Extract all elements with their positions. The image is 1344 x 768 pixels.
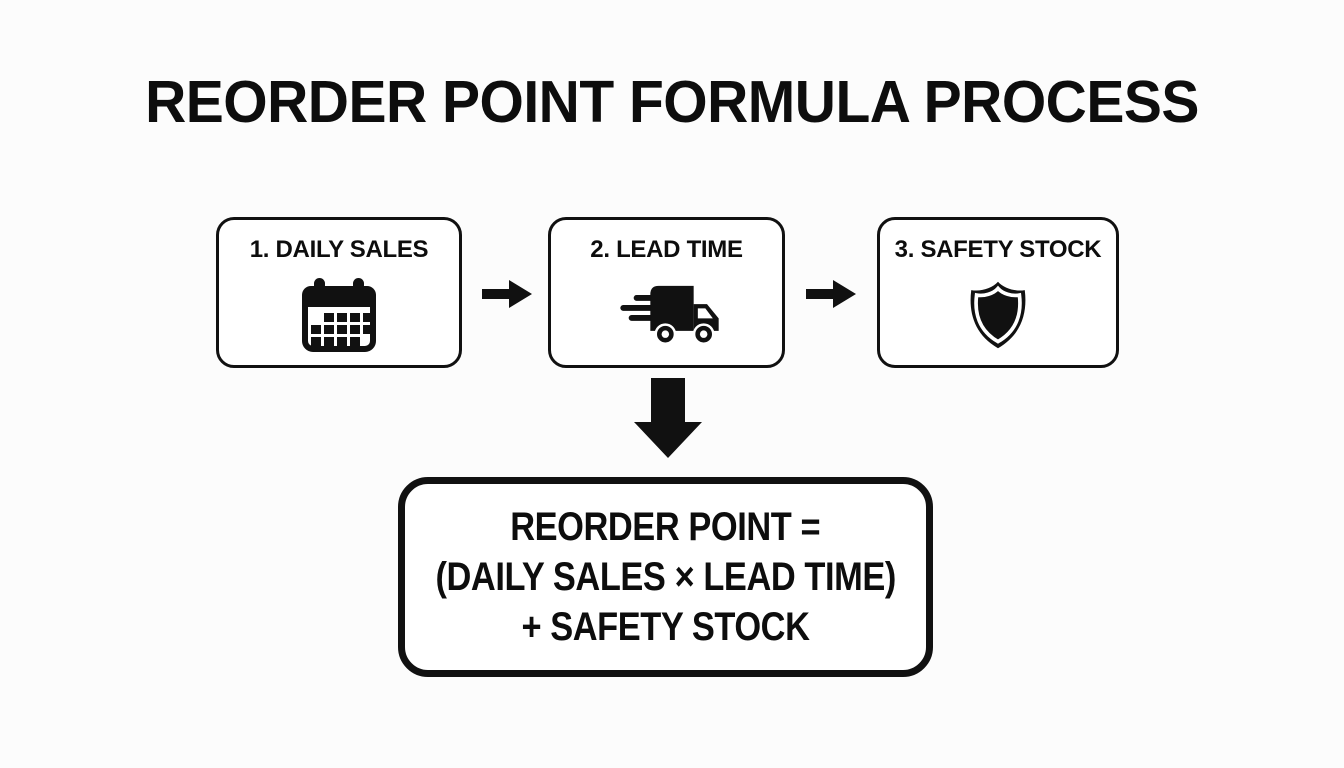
step-box-safety-stock: 3. SAFETY STOCK xyxy=(877,217,1119,368)
step-label-lead-time: 2. LEAD TIME xyxy=(590,236,743,263)
page-title: REORDER POINT FORMULA PROCESS xyxy=(145,68,1199,136)
step-box-daily-sales: 1. DAILY SALES xyxy=(216,217,462,368)
step-box-lead-time: 2. LEAD TIME xyxy=(548,217,785,368)
formula-line-3: + SAFETY STOCK xyxy=(521,605,810,649)
step-label-daily-sales: 1. DAILY SALES xyxy=(249,236,429,263)
formula-line-2: (DAILY SALES × LEAD TIME) xyxy=(435,555,896,599)
arrow-right-icon xyxy=(482,279,532,314)
truck-icon xyxy=(612,264,722,365)
formula-box: REORDER POINT = (DAILY SALES × LEAD TIME… xyxy=(398,477,933,677)
calendar-icon xyxy=(299,264,379,365)
arrow-down-icon xyxy=(634,378,702,463)
step-label-safety-stock: 3. SAFETY STOCK xyxy=(894,236,1102,263)
shield-icon xyxy=(964,264,1032,365)
formula-line-1: REORDER POINT = xyxy=(510,505,821,549)
arrow-right-icon xyxy=(806,279,856,314)
